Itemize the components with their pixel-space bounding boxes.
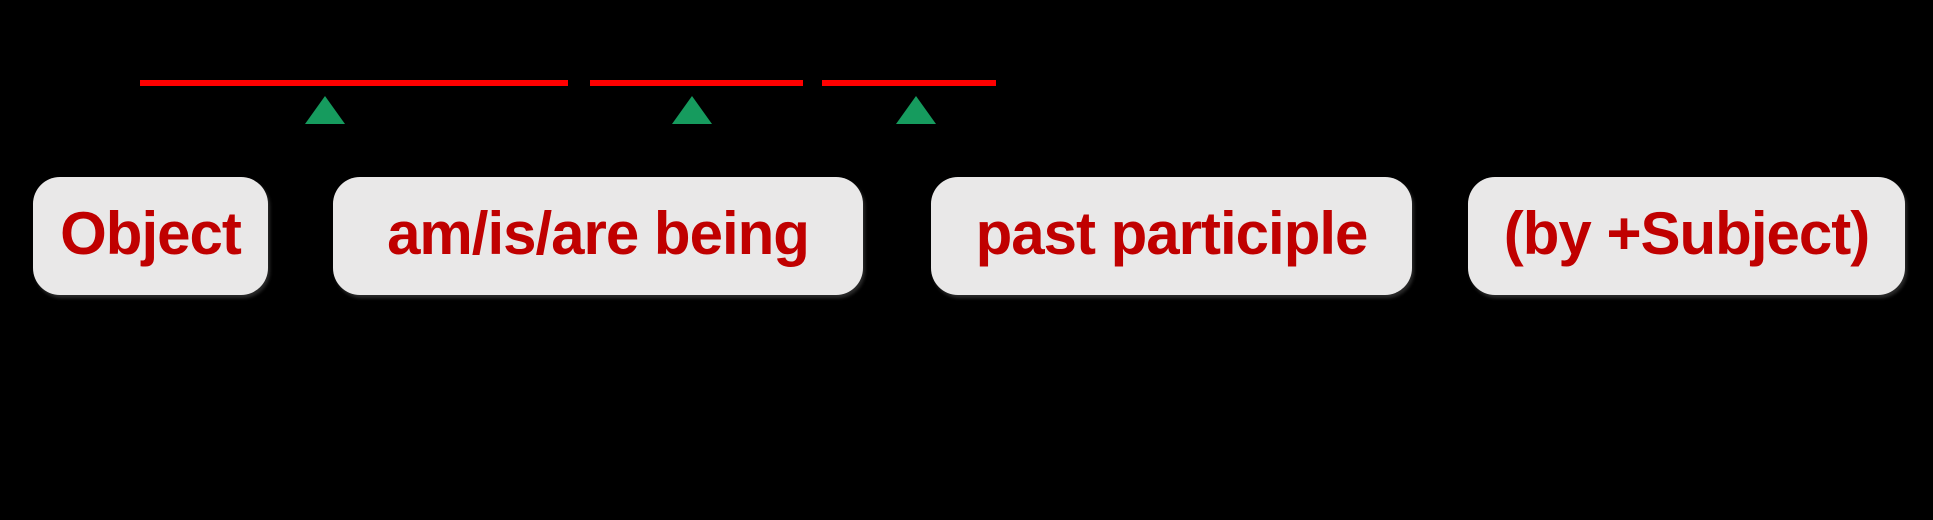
triangle-up-marker-icon <box>896 96 936 124</box>
triangle-up-marker-icon <box>305 96 345 124</box>
phrase-box-object-label: Object <box>60 200 242 267</box>
blank-underline-3 <box>822 80 996 86</box>
blank-underline-2 <box>590 80 803 86</box>
phrase-box-by-subject: (by +Subject) <box>1468 177 1905 295</box>
phrase-box-am-is-are-being-label: am/is/are being <box>387 200 810 267</box>
phrase-box-am-is-are-being: am/is/are being <box>333 177 863 295</box>
phrase-box-past-participle: past participle <box>931 177 1412 295</box>
triangle-up-marker-icon <box>672 96 712 124</box>
phrase-box-past-participle-label: past participle <box>975 200 1369 267</box>
phrase-box-by-subject-label: (by +Subject) <box>1503 200 1870 267</box>
phrase-box-object: Object <box>33 177 268 295</box>
blank-underline-1 <box>140 80 568 86</box>
